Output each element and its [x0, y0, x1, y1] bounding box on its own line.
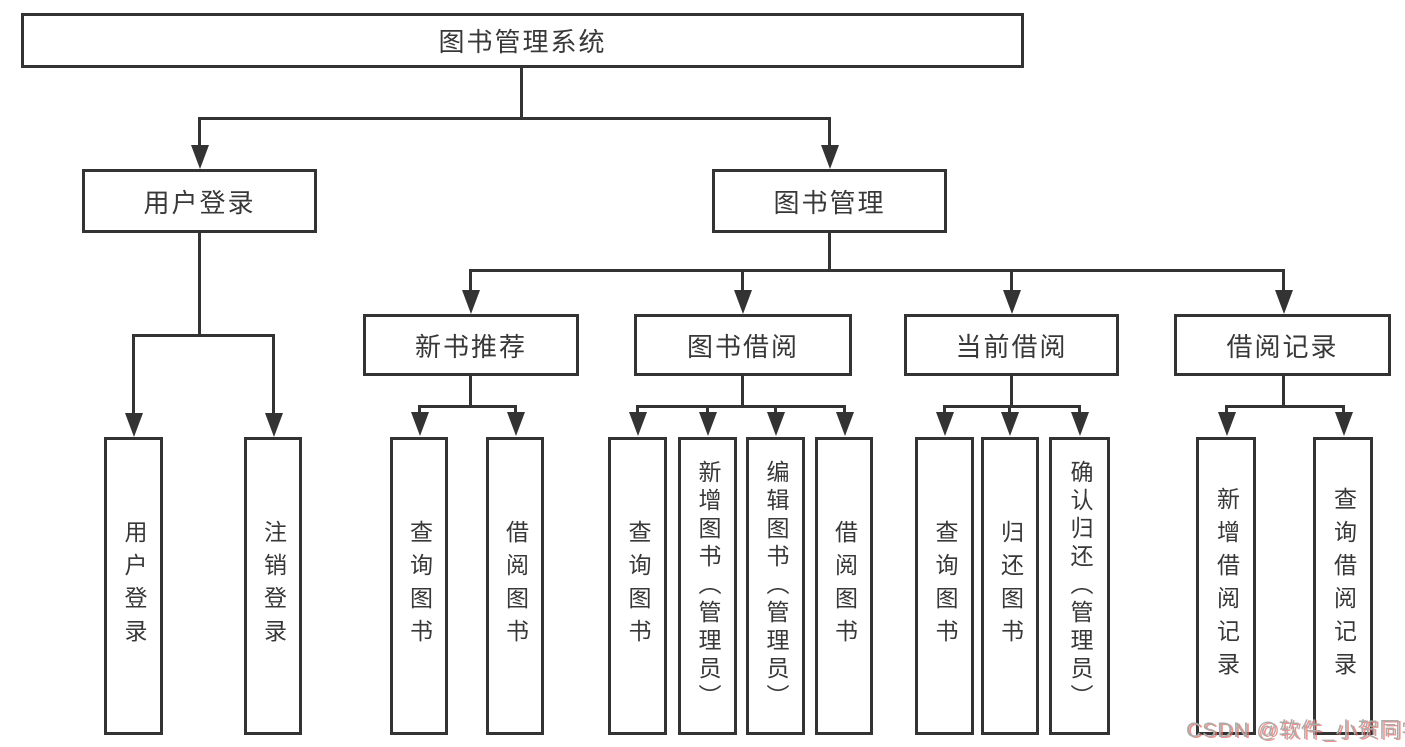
leaf-borrow-books: 借阅图书	[486, 437, 544, 735]
arrowhead-icon	[936, 412, 954, 436]
arrowhead-icon	[1275, 290, 1293, 314]
leaf-add-borrow-record: 新增借阅记录	[1196, 437, 1256, 735]
connector-line	[943, 405, 946, 415]
connector-line	[198, 233, 201, 336]
arrowhead-icon	[125, 413, 143, 437]
node-book-borrow: 图书借阅	[634, 314, 852, 376]
arrowhead-icon	[411, 412, 429, 436]
leaf-user-login: 用户登录	[104, 437, 163, 735]
leaf-label: 借阅图书	[831, 520, 858, 652]
connector-line	[520, 68, 523, 120]
node-borrow-records: 借阅记录	[1174, 314, 1391, 376]
connector-line	[272, 334, 275, 415]
connector-line	[1282, 269, 1285, 292]
leaf-label: 确认归还（管理员）	[1067, 460, 1093, 712]
arrowhead-icon	[629, 412, 647, 436]
leaf-edit-book-admin: 编辑图书（管理员）	[746, 437, 805, 735]
arrowhead-icon	[265, 413, 283, 437]
arrowhead-icon	[734, 290, 752, 314]
connector-line	[198, 117, 831, 120]
arrowhead-icon	[699, 412, 717, 436]
leaf-label: 新增借阅记录	[1213, 487, 1240, 685]
node-new-book-recommend: 新书推荐	[363, 314, 579, 376]
leaf-borrow-books: 借阅图书	[815, 437, 873, 735]
leaf-return-books: 归还图书	[981, 437, 1039, 735]
node-current-borrow: 当前借阅	[904, 314, 1119, 376]
connector-line	[198, 117, 201, 149]
leaf-query-books: 查询图书	[608, 437, 667, 735]
leaf-label: 借阅图书	[502, 520, 529, 652]
leaf-query-borrow-record: 查询借阅记录	[1313, 437, 1373, 735]
node-label: 借阅记录	[1226, 331, 1339, 362]
arrowhead-icon	[1218, 412, 1236, 436]
leaf-query-books: 查询图书	[915, 437, 974, 735]
node-library-management-system: 图书管理系统	[21, 13, 1024, 68]
connector-line	[706, 405, 709, 415]
connector-line	[132, 334, 275, 337]
leaf-label: 新增图书（管理员）	[695, 460, 721, 712]
arrowhead-icon	[191, 145, 209, 169]
connector-line	[1008, 405, 1011, 415]
arrowhead-icon	[507, 412, 525, 436]
leaf-label: 查询图书	[625, 520, 651, 652]
arrowhead-icon	[1071, 412, 1089, 436]
leaf-label: 查询图书	[932, 520, 958, 652]
leaf-label: 注销登录	[260, 520, 287, 652]
csdn-watermark: CSDN @软件_小贺同学	[1186, 719, 1405, 742]
connector-line	[741, 269, 744, 292]
node-book-management: 图书管理	[712, 169, 947, 233]
connector-line	[1342, 405, 1345, 415]
arrowhead-icon	[1003, 290, 1021, 314]
leaf-label: 归还图书	[997, 520, 1024, 652]
connector-line	[1010, 376, 1013, 407]
connector-line	[469, 376, 472, 407]
connector-line	[741, 376, 744, 407]
connector-line	[1225, 405, 1228, 415]
node-label: 用户登录	[143, 187, 256, 218]
connector-line	[828, 233, 831, 271]
connector-line	[418, 405, 421, 415]
node-user-login: 用户登录	[82, 169, 317, 233]
connector-line	[1282, 376, 1285, 407]
connector-line	[828, 117, 831, 149]
leaf-label: 编辑图书（管理员）	[763, 460, 789, 712]
leaf-label: 查询借阅记录	[1330, 487, 1357, 685]
connector-line	[1225, 405, 1345, 408]
leaf-logout: 注销登录	[244, 437, 302, 735]
connector-line	[1010, 269, 1013, 292]
arrowhead-icon	[1001, 412, 1019, 436]
connector-line	[943, 405, 1081, 408]
connector-line	[469, 269, 472, 292]
node-label: 图书管理	[773, 187, 886, 218]
arrowhead-icon	[462, 290, 480, 314]
connector-line	[843, 405, 846, 415]
leaf-query-books: 查询图书	[390, 437, 448, 735]
connector-line	[514, 405, 517, 415]
connector-line	[469, 269, 1285, 272]
connector-line	[636, 405, 639, 415]
arrowhead-icon	[836, 412, 854, 436]
node-label: 图书借阅	[686, 331, 799, 362]
leaf-label: 用户登录	[121, 520, 147, 652]
node-label: 新书推荐	[414, 331, 527, 362]
leaf-add-book-admin: 新增图书（管理员）	[678, 437, 737, 735]
arrowhead-icon	[1335, 412, 1353, 436]
connector-line	[132, 334, 135, 415]
connector-line	[774, 405, 777, 415]
node-label: 当前借阅	[955, 331, 1068, 362]
leaf-label: 查询图书	[406, 520, 433, 652]
connector-line	[1078, 405, 1081, 415]
leaf-confirm-return-admin: 确认归还（管理员）	[1049, 437, 1110, 735]
connector-line	[418, 405, 517, 408]
arrowhead-icon	[767, 412, 785, 436]
node-label: 图书管理系统	[438, 27, 607, 57]
connector-line	[636, 405, 846, 408]
arrowhead-icon	[821, 145, 839, 169]
